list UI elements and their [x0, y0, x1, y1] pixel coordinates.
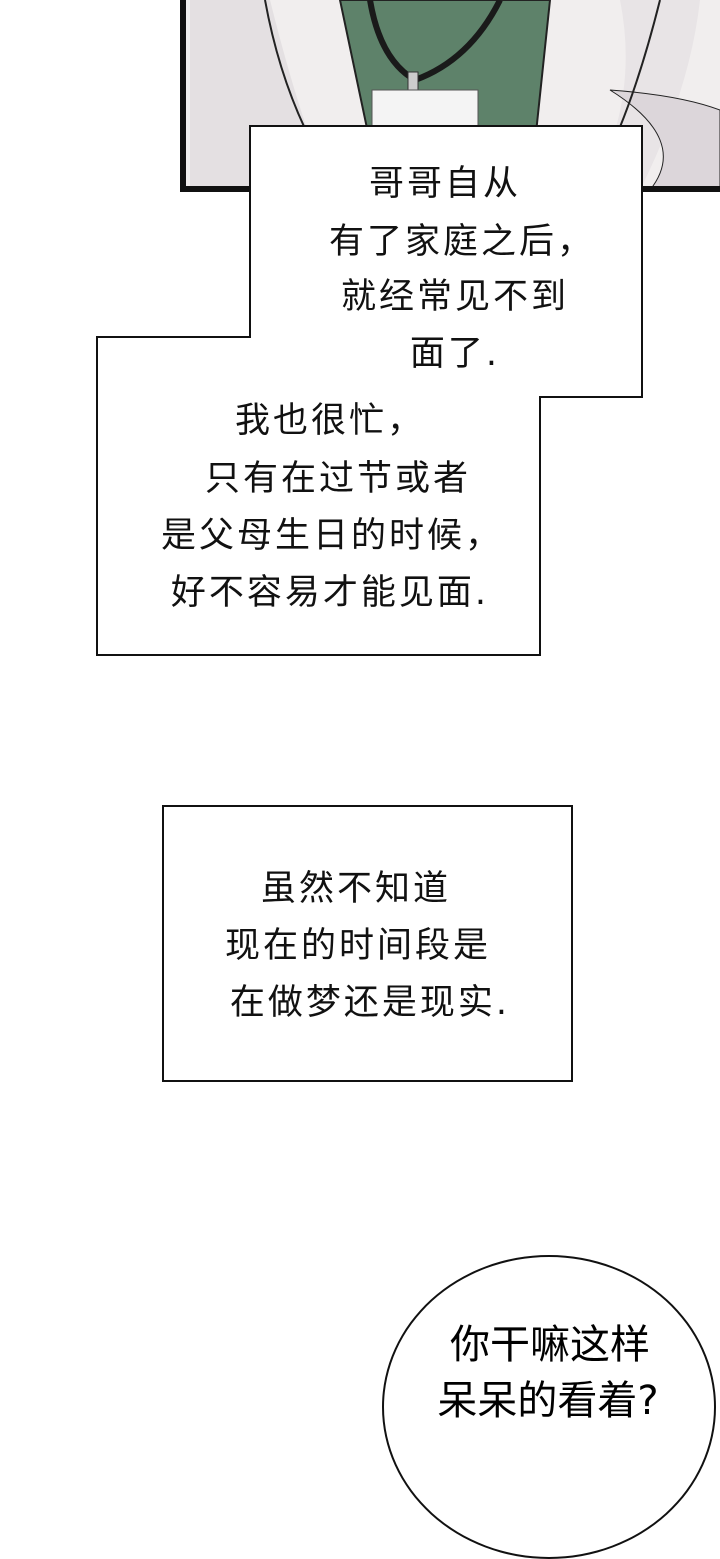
caption1-line: 我也很忙，: [234, 401, 426, 441]
caption-box-1: [96, 125, 643, 656]
bubble-line: 呆呆的看着?: [437, 1378, 659, 1424]
caption1-line: 面了.: [409, 334, 501, 374]
caption1-line: 有了家庭之后，: [328, 222, 596, 262]
caption1-line: 就经常见不到: [340, 277, 570, 317]
caption-box-2: [162, 805, 573, 1082]
caption1-line: 哥哥自从: [368, 164, 522, 204]
caption2-line: 在做梦还是现实.: [229, 983, 511, 1023]
caption1-line: 是父母生日的时候，: [160, 516, 504, 556]
caption1-line: 只有在过节或者: [204, 459, 472, 499]
bubble-line: 你干嘛这样: [450, 1322, 650, 1368]
caption2-line: 虽然不知道: [260, 869, 452, 909]
caption1-line: 好不容易才能见面.: [170, 573, 490, 613]
caption2-line: 现在的时间段是: [224, 926, 492, 966]
